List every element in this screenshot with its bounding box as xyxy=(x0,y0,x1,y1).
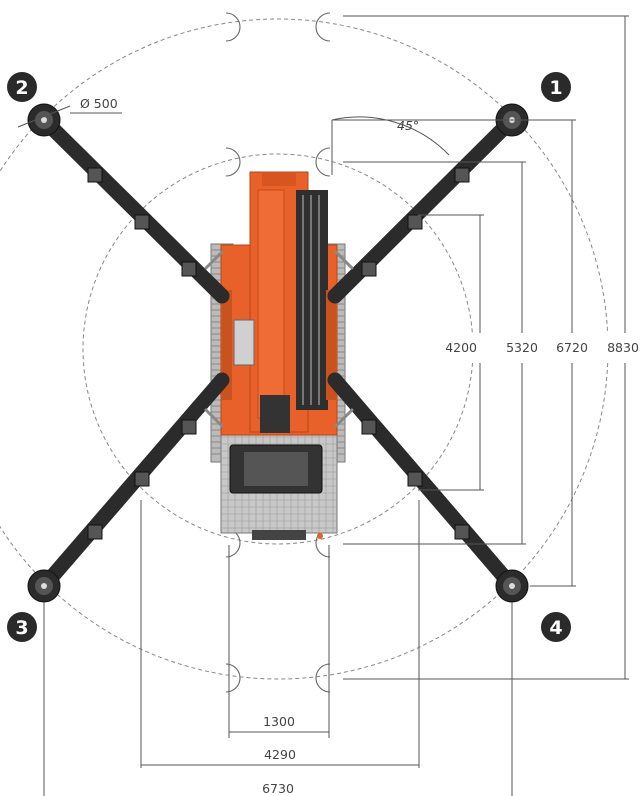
rear-bumper xyxy=(252,530,306,540)
side-rail-left xyxy=(222,290,232,400)
side-rail-right xyxy=(326,290,336,400)
outrigger-badge-4: 4 xyxy=(541,612,571,642)
dim-6730: 6730 xyxy=(262,781,294,796)
outrigger-badge-1: 1 xyxy=(541,72,571,102)
angle-label: 45° xyxy=(397,118,419,133)
hook-block xyxy=(260,395,290,433)
rear-light xyxy=(317,533,323,539)
footpad-3 xyxy=(27,569,61,603)
outrigger-arm-3 xyxy=(36,372,230,594)
outrigger-arm-4 xyxy=(327,372,520,594)
arc-top-left-inner xyxy=(225,147,241,177)
hydraulic-cylinders xyxy=(204,250,354,428)
engine-cover xyxy=(244,452,308,486)
outrigger-number-1: 1 xyxy=(549,77,562,99)
vertical-dimension-labels: 4200 5320 6720 8830 xyxy=(445,333,641,363)
control-panel xyxy=(233,319,255,366)
outrigger-number-3: 3 xyxy=(15,617,28,639)
outrigger-arms xyxy=(36,112,520,594)
rear-platform xyxy=(220,429,338,540)
outrigger-number-4: 4 xyxy=(549,617,562,639)
dim-4200: 4200 xyxy=(445,340,477,355)
horizontal-dimension-labels: 1300 4290 6730 xyxy=(262,714,296,796)
dim-4290: 4290 xyxy=(264,747,296,762)
arc-top-right-inner xyxy=(315,147,331,177)
arc-bottom-right-outer xyxy=(315,663,331,693)
angle-indicator: 45° xyxy=(331,116,572,175)
footpad-2 xyxy=(27,103,61,137)
pad-diameter-callout: Ø 500 xyxy=(17,96,122,128)
dim-1300: 1300 xyxy=(263,714,295,729)
footpad-4 xyxy=(495,569,529,603)
outrigger-badge-3: 3 xyxy=(7,612,37,642)
outrigger-badge-2: 2 xyxy=(7,72,37,102)
dim-6720: 6720 xyxy=(556,340,588,355)
arc-top-right-outer xyxy=(315,12,331,42)
pad-diameter-label: Ø 500 xyxy=(80,96,118,111)
dim-5320: 5320 xyxy=(506,340,538,355)
machine-body xyxy=(220,171,338,436)
winch-rods xyxy=(302,195,320,405)
arc-bottom-left-outer xyxy=(225,663,241,693)
boom-top xyxy=(262,172,296,186)
outrigger-number-2: 2 xyxy=(15,77,28,99)
arc-top-left-outer xyxy=(225,12,241,42)
arm-joints xyxy=(87,167,470,540)
horizontal-dimensions xyxy=(43,500,513,796)
dim-8830: 8830 xyxy=(607,340,639,355)
boom-arm xyxy=(257,189,285,419)
outrigger-badges: 1 2 3 4 xyxy=(7,72,571,642)
